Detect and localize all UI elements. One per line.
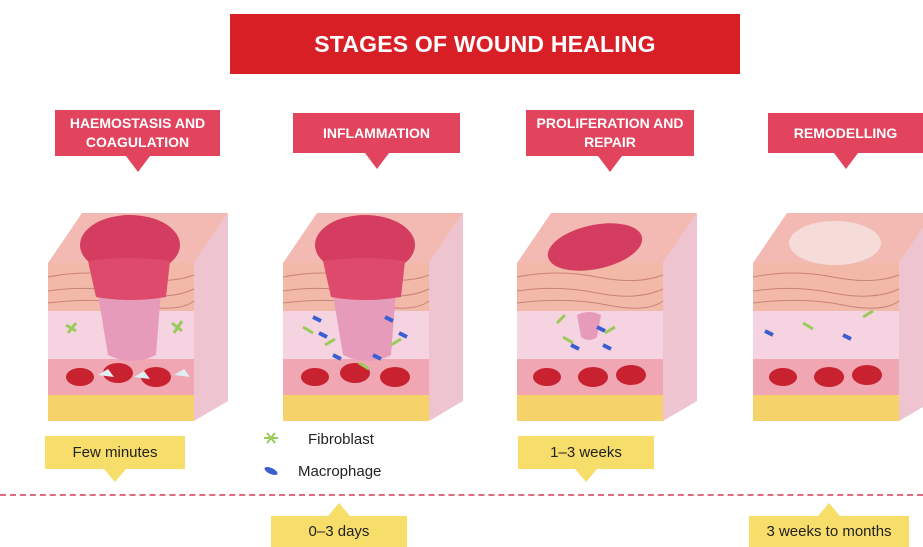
stage-label-proliferation: PROLIFERATION AND REPAIR bbox=[526, 110, 694, 156]
skin-block-proliferation bbox=[507, 205, 703, 425]
time-one-three-weeks: 1–3 weeks bbox=[518, 436, 654, 469]
time-three-weeks-months: 3 weeks to months bbox=[749, 516, 909, 547]
skin-block-remodelling bbox=[743, 205, 923, 425]
diagram-title: STAGES OF WOUND HEALING bbox=[230, 14, 740, 74]
macrophage-icon bbox=[262, 464, 280, 478]
time-few-minutes: Few minutes bbox=[45, 436, 185, 469]
skin-block-inflammation bbox=[273, 205, 469, 425]
time-zero-three-days: 0–3 days bbox=[271, 516, 407, 547]
timeline-divider bbox=[0, 494, 923, 496]
legend-macrophage-label: Macrophage bbox=[298, 463, 381, 480]
fibroblast-icon bbox=[262, 430, 280, 446]
stage-label-haemostasis: HAEMOSTASIS AND COAGULATION bbox=[55, 110, 220, 156]
stage-label-remodelling: REMODELLING bbox=[768, 113, 923, 153]
skin-block-haemostasis bbox=[38, 205, 234, 425]
legend-fibroblast-label: Fibroblast bbox=[308, 431, 374, 448]
stage-label-inflammation: INFLAMMATION bbox=[293, 113, 460, 153]
